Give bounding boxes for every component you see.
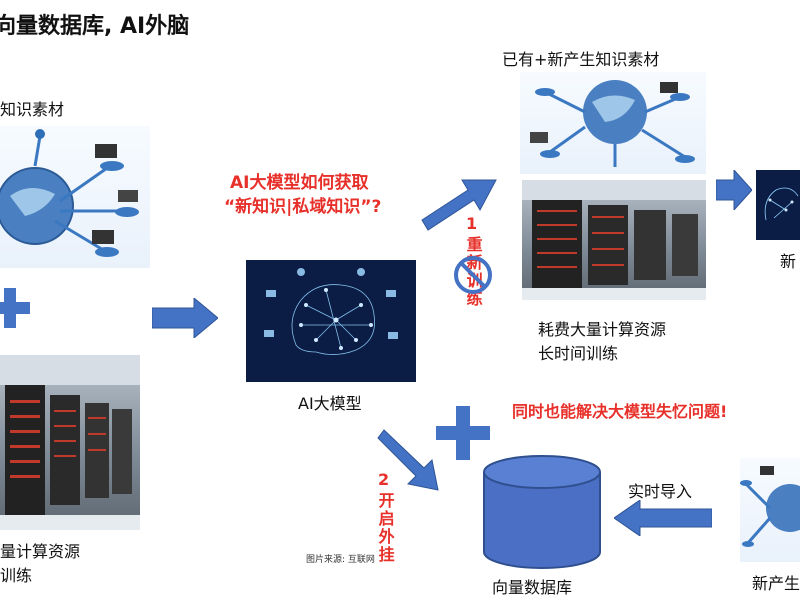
prohibit-icon [452,254,494,296]
vector-database-icon [482,454,602,570]
arrow-to-plugin [376,428,442,494]
left-bottom-label-1: 量计算资源 [0,542,81,561]
plugin-text: 开启外挂 [375,492,395,564]
arrow-to-retrain [418,172,500,232]
ai-brain-image [246,260,416,382]
vector-db-label: 向量数据库 [492,578,573,597]
ai-brain-image-far-right [756,170,800,240]
center-plus-icon [436,406,490,460]
new-knowledge-image [740,458,800,562]
question-line-2: “新知识|私域知识”? [224,197,382,217]
new-knowledge-label: 新产生 [752,574,800,593]
page-title: 向量数据库, AI外脑 [0,14,190,39]
left-top-label: 知识素材 [0,100,65,119]
question-line-1: AI大模型如何获取 [230,173,369,193]
arrow-realtime-import [614,500,712,536]
left-bottom-label-2: 训练 [0,566,33,585]
plugin-number: 2 [378,470,390,489]
arrow-to-model [152,298,218,338]
source-note: 图片来源: 互联网 [306,555,375,565]
far-right-label: 新 [780,252,797,271]
server-room-image-left [0,355,140,530]
left-plus-icon [0,288,30,328]
knowledge-network-image-right [520,72,706,174]
retrain-number: 1 [466,214,478,233]
cost-line-2: 长时间训练 [538,344,619,363]
also-solves-text: 同时也能解决大模型失忆问题! [512,402,728,421]
realtime-label: 实时导入 [628,482,693,501]
arrow-to-far-right [716,170,752,210]
right-top-label: 已有+新产生知识素材 [502,50,660,69]
knowledge-network-image [0,126,150,268]
cost-line-1: 耗费大量计算资源 [538,320,667,339]
model-label: AI大模型 [298,394,362,413]
server-room-image-right [522,180,706,300]
